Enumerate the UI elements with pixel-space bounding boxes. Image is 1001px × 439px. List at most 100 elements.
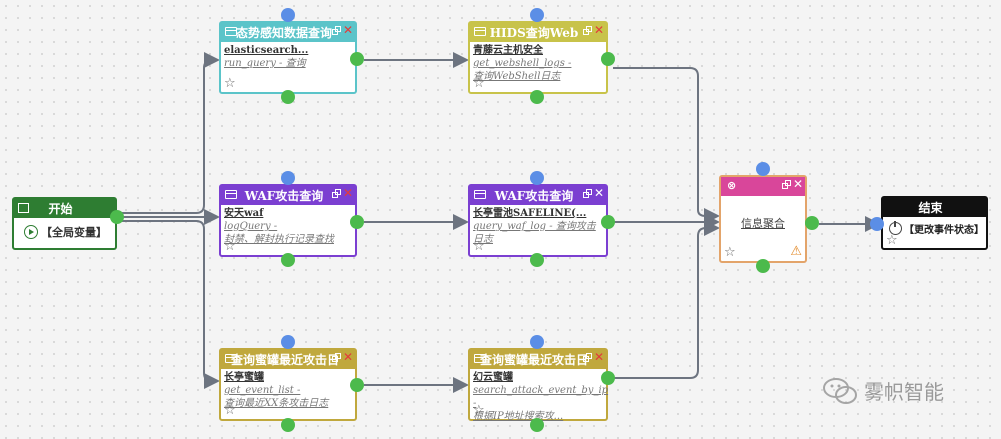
start-out-port[interactable] bbox=[110, 210, 124, 224]
close-icon[interactable]: ✕ bbox=[342, 186, 353, 200]
n1-bottom-port[interactable] bbox=[281, 90, 295, 104]
node-action[interactable]: query_waf_log - 查询攻击日志 bbox=[473, 221, 596, 245]
n2-out-port[interactable] bbox=[601, 52, 615, 66]
watermark-text: 雾帜智能 bbox=[864, 380, 944, 404]
copy-icon[interactable] bbox=[582, 352, 592, 362]
merge-node[interactable]: ⊗ ✕ 信息聚合 ☆ ⚠ bbox=[719, 175, 807, 263]
wire-start-n5 bbox=[116, 220, 220, 389]
warning-icon[interactable]: ⚠ bbox=[790, 244, 802, 259]
node-header: WAF攻击查询 ✕ bbox=[470, 186, 606, 205]
global-vars-link[interactable]: 【全局变量】 bbox=[41, 226, 107, 239]
app-node-honeypot-changting[interactable]: 查询蜜罐最近攻击日 ✕ 长亭蜜罐 get_event_list - 查询最近XX… bbox=[219, 348, 357, 421]
node-action[interactable]: get_webshell_logs - bbox=[473, 58, 572, 69]
app-node-situation-query[interactable]: 态势感知数据查询 ✕ elasticsearch... run_query - … bbox=[219, 21, 357, 94]
node-action-desc[interactable]: 封禁、解封执行记录查找 bbox=[224, 234, 334, 245]
wire-n2-merge bbox=[613, 67, 720, 224]
power-icon[interactable] bbox=[889, 221, 902, 235]
close-icon[interactable]: ✕ bbox=[593, 186, 604, 200]
n4-in-port[interactable] bbox=[530, 171, 544, 185]
n1-in-port[interactable] bbox=[281, 8, 295, 22]
node-app-name[interactable]: 长亭蜜罐 bbox=[224, 372, 264, 383]
app-node-waf-safeline[interactable]: WAF攻击查询 ✕ 长亭雷池SAFELINE(... query_waf_log… bbox=[468, 184, 608, 257]
close-icon[interactable]: ✕ bbox=[342, 350, 353, 364]
node-action[interactable]: run_query - 查询 bbox=[224, 58, 306, 69]
window-icon bbox=[474, 354, 486, 363]
node-app-name[interactable]: 安天waf bbox=[224, 208, 264, 219]
wechat-icon bbox=[823, 377, 857, 404]
n3-out-port[interactable] bbox=[350, 215, 364, 229]
wire-n6-merge bbox=[613, 220, 720, 379]
star-icon[interactable]: ☆ bbox=[724, 245, 736, 260]
start-node-header: 开始 bbox=[14, 199, 115, 218]
node-header: 态势感知数据查询 ✕ bbox=[221, 23, 355, 42]
wire-start-n1 bbox=[116, 52, 220, 214]
node-action[interactable]: search_attack_event_by_ip - bbox=[473, 385, 609, 409]
star-icon[interactable]: ☆ bbox=[886, 233, 898, 248]
start-node-title: 开始 bbox=[48, 202, 73, 216]
n5-out-port[interactable] bbox=[350, 378, 364, 392]
copy-icon[interactable] bbox=[582, 188, 592, 198]
window-icon bbox=[225, 190, 237, 199]
copy-icon[interactable] bbox=[331, 188, 341, 198]
n5-in-port[interactable] bbox=[281, 335, 295, 349]
end-action-link[interactable]: 【更改事件状态】 bbox=[904, 225, 984, 236]
close-icon[interactable]: ✕ bbox=[593, 23, 604, 37]
copy-icon[interactable] bbox=[582, 25, 592, 35]
node-title: 查询蜜罐最近攻击日 bbox=[480, 353, 589, 367]
node-app-name[interactable]: 长亭雷池SAFELINE(... bbox=[473, 208, 587, 219]
n2-bottom-port[interactable] bbox=[530, 90, 544, 104]
n6-bottom-port[interactable] bbox=[530, 418, 544, 432]
node-app-name[interactable]: 青藤云主机安全 bbox=[473, 45, 543, 56]
node-title: WAF攻击查询 bbox=[494, 189, 574, 203]
window-icon bbox=[474, 190, 486, 199]
window-icon bbox=[474, 27, 486, 36]
merge-out-port[interactable] bbox=[805, 216, 819, 230]
node-title: 态势感知数据查询 bbox=[235, 26, 332, 40]
node-app-name[interactable]: 幻云蜜罐 bbox=[473, 372, 513, 383]
node-app-name[interactable]: elasticsearch... bbox=[224, 45, 309, 56]
merge-label[interactable]: 信息聚合 bbox=[741, 217, 785, 230]
node-action-desc[interactable]: 查询WebShell日志 bbox=[473, 71, 561, 82]
n6-in-port[interactable] bbox=[530, 335, 544, 349]
merge-icon: ⊗ bbox=[727, 179, 737, 192]
app-node-hids-web[interactable]: HIDS查询Web ✕ 青藤云主机安全 get_webshell_logs - … bbox=[468, 21, 608, 94]
app-node-honeypot-huanyun[interactable]: 查询蜜罐最近攻击日 ✕ 幻云蜜罐 search_attack_event_by_… bbox=[468, 348, 609, 422]
n6-out-port[interactable] bbox=[601, 371, 615, 385]
merge-in-port[interactable] bbox=[756, 162, 770, 176]
copy-icon[interactable] bbox=[331, 25, 341, 35]
node-action-desc[interactable]: 查询最近XX条攻击日志 bbox=[224, 398, 329, 409]
start-node[interactable]: 开始 【全局变量】 bbox=[12, 197, 117, 250]
n2-in-port[interactable] bbox=[530, 8, 544, 22]
play-icon[interactable] bbox=[24, 225, 38, 239]
end-in-port[interactable] bbox=[870, 217, 884, 231]
close-icon[interactable]: ✕ bbox=[593, 350, 604, 364]
star-icon[interactable]: ☆ bbox=[224, 403, 236, 418]
node-action[interactable]: logQuery - bbox=[224, 221, 278, 232]
star-icon[interactable]: ☆ bbox=[473, 403, 485, 418]
star-icon[interactable]: ☆ bbox=[473, 76, 485, 91]
node-action-desc[interactable]: 根据IP地址搜索攻... bbox=[473, 411, 564, 422]
end-node[interactable]: 结束 【更改事件状态】 ☆ bbox=[881, 196, 988, 250]
star-icon[interactable]: ☆ bbox=[473, 239, 485, 254]
n1-out-port[interactable] bbox=[350, 52, 364, 66]
window-icon bbox=[225, 27, 237, 36]
n4-bottom-port[interactable] bbox=[530, 253, 544, 267]
n3-in-port[interactable] bbox=[281, 171, 295, 185]
node-title: HIDS查询Web bbox=[489, 26, 579, 40]
node-header: WAF攻击查询 ✕ bbox=[221, 186, 355, 205]
n5-bottom-port[interactable] bbox=[281, 418, 295, 432]
copy-icon[interactable] bbox=[331, 352, 341, 362]
close-icon[interactable]: ✕ bbox=[792, 177, 803, 191]
copy-icon[interactable] bbox=[781, 179, 791, 189]
app-node-waf-antiy[interactable]: WAF攻击查询 ✕ 安天waf logQuery - 封禁、解封执行记录查找 ☆ bbox=[219, 184, 357, 257]
n4-out-port[interactable] bbox=[601, 215, 615, 229]
node-title: WAF攻击查询 bbox=[244, 189, 324, 203]
watermark: 雾帜智能 bbox=[822, 376, 944, 405]
star-icon[interactable]: ☆ bbox=[224, 76, 236, 91]
close-icon[interactable]: ✕ bbox=[342, 23, 353, 37]
node-action[interactable]: get_event_list - bbox=[224, 385, 301, 396]
star-icon[interactable]: ☆ bbox=[224, 239, 236, 254]
n3-bottom-port[interactable] bbox=[281, 253, 295, 267]
merge-bottom-port[interactable] bbox=[756, 259, 770, 273]
